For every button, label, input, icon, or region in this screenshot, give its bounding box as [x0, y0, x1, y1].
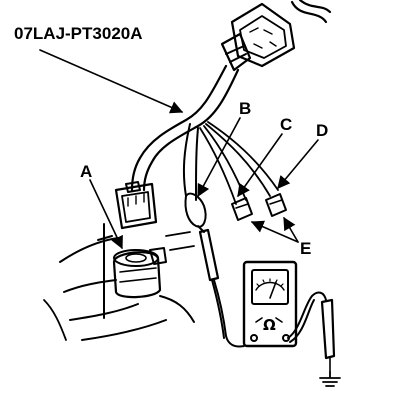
label-b: B: [239, 99, 251, 118]
label-a: A: [80, 162, 92, 181]
upper-harness-connector: [220, 0, 332, 72]
ground-symbol-icon: [319, 371, 341, 387]
label-d: D: [316, 121, 328, 140]
oxygen-sensor: [112, 247, 167, 299]
part-number-leader: [39, 49, 184, 114]
label-c: C: [280, 115, 292, 134]
label-e-leader-left: [250, 220, 299, 243]
engine-bay-outline: [43, 223, 195, 341]
meter-test-lead: [184, 192, 245, 348]
label-e: E: [300, 239, 311, 258]
label-b-leader: [197, 117, 241, 198]
label-d-leader: [277, 139, 319, 189]
ground-probe-lead: [287, 291, 327, 343]
test-lead-terminal-right: [265, 193, 287, 217]
ohm-symbol: Ω: [263, 316, 276, 334]
multimeter: Ω: [242, 260, 298, 348]
label-e-leader-right: [283, 216, 299, 243]
analog-scale-icon: [255, 278, 285, 299]
label-a-leader: [89, 179, 123, 250]
part-number-label: 07LAJ-PT3020A: [14, 24, 143, 43]
connector-a: [114, 181, 158, 230]
main-test-harness-cable: [130, 64, 240, 192]
callout-leaders: [39, 49, 319, 250]
test-lead-terminal-left: [231, 197, 253, 221]
label-c-leader: [237, 133, 283, 198]
test-probe-icon: [320, 298, 336, 373]
branch-wires: [182, 121, 279, 205]
